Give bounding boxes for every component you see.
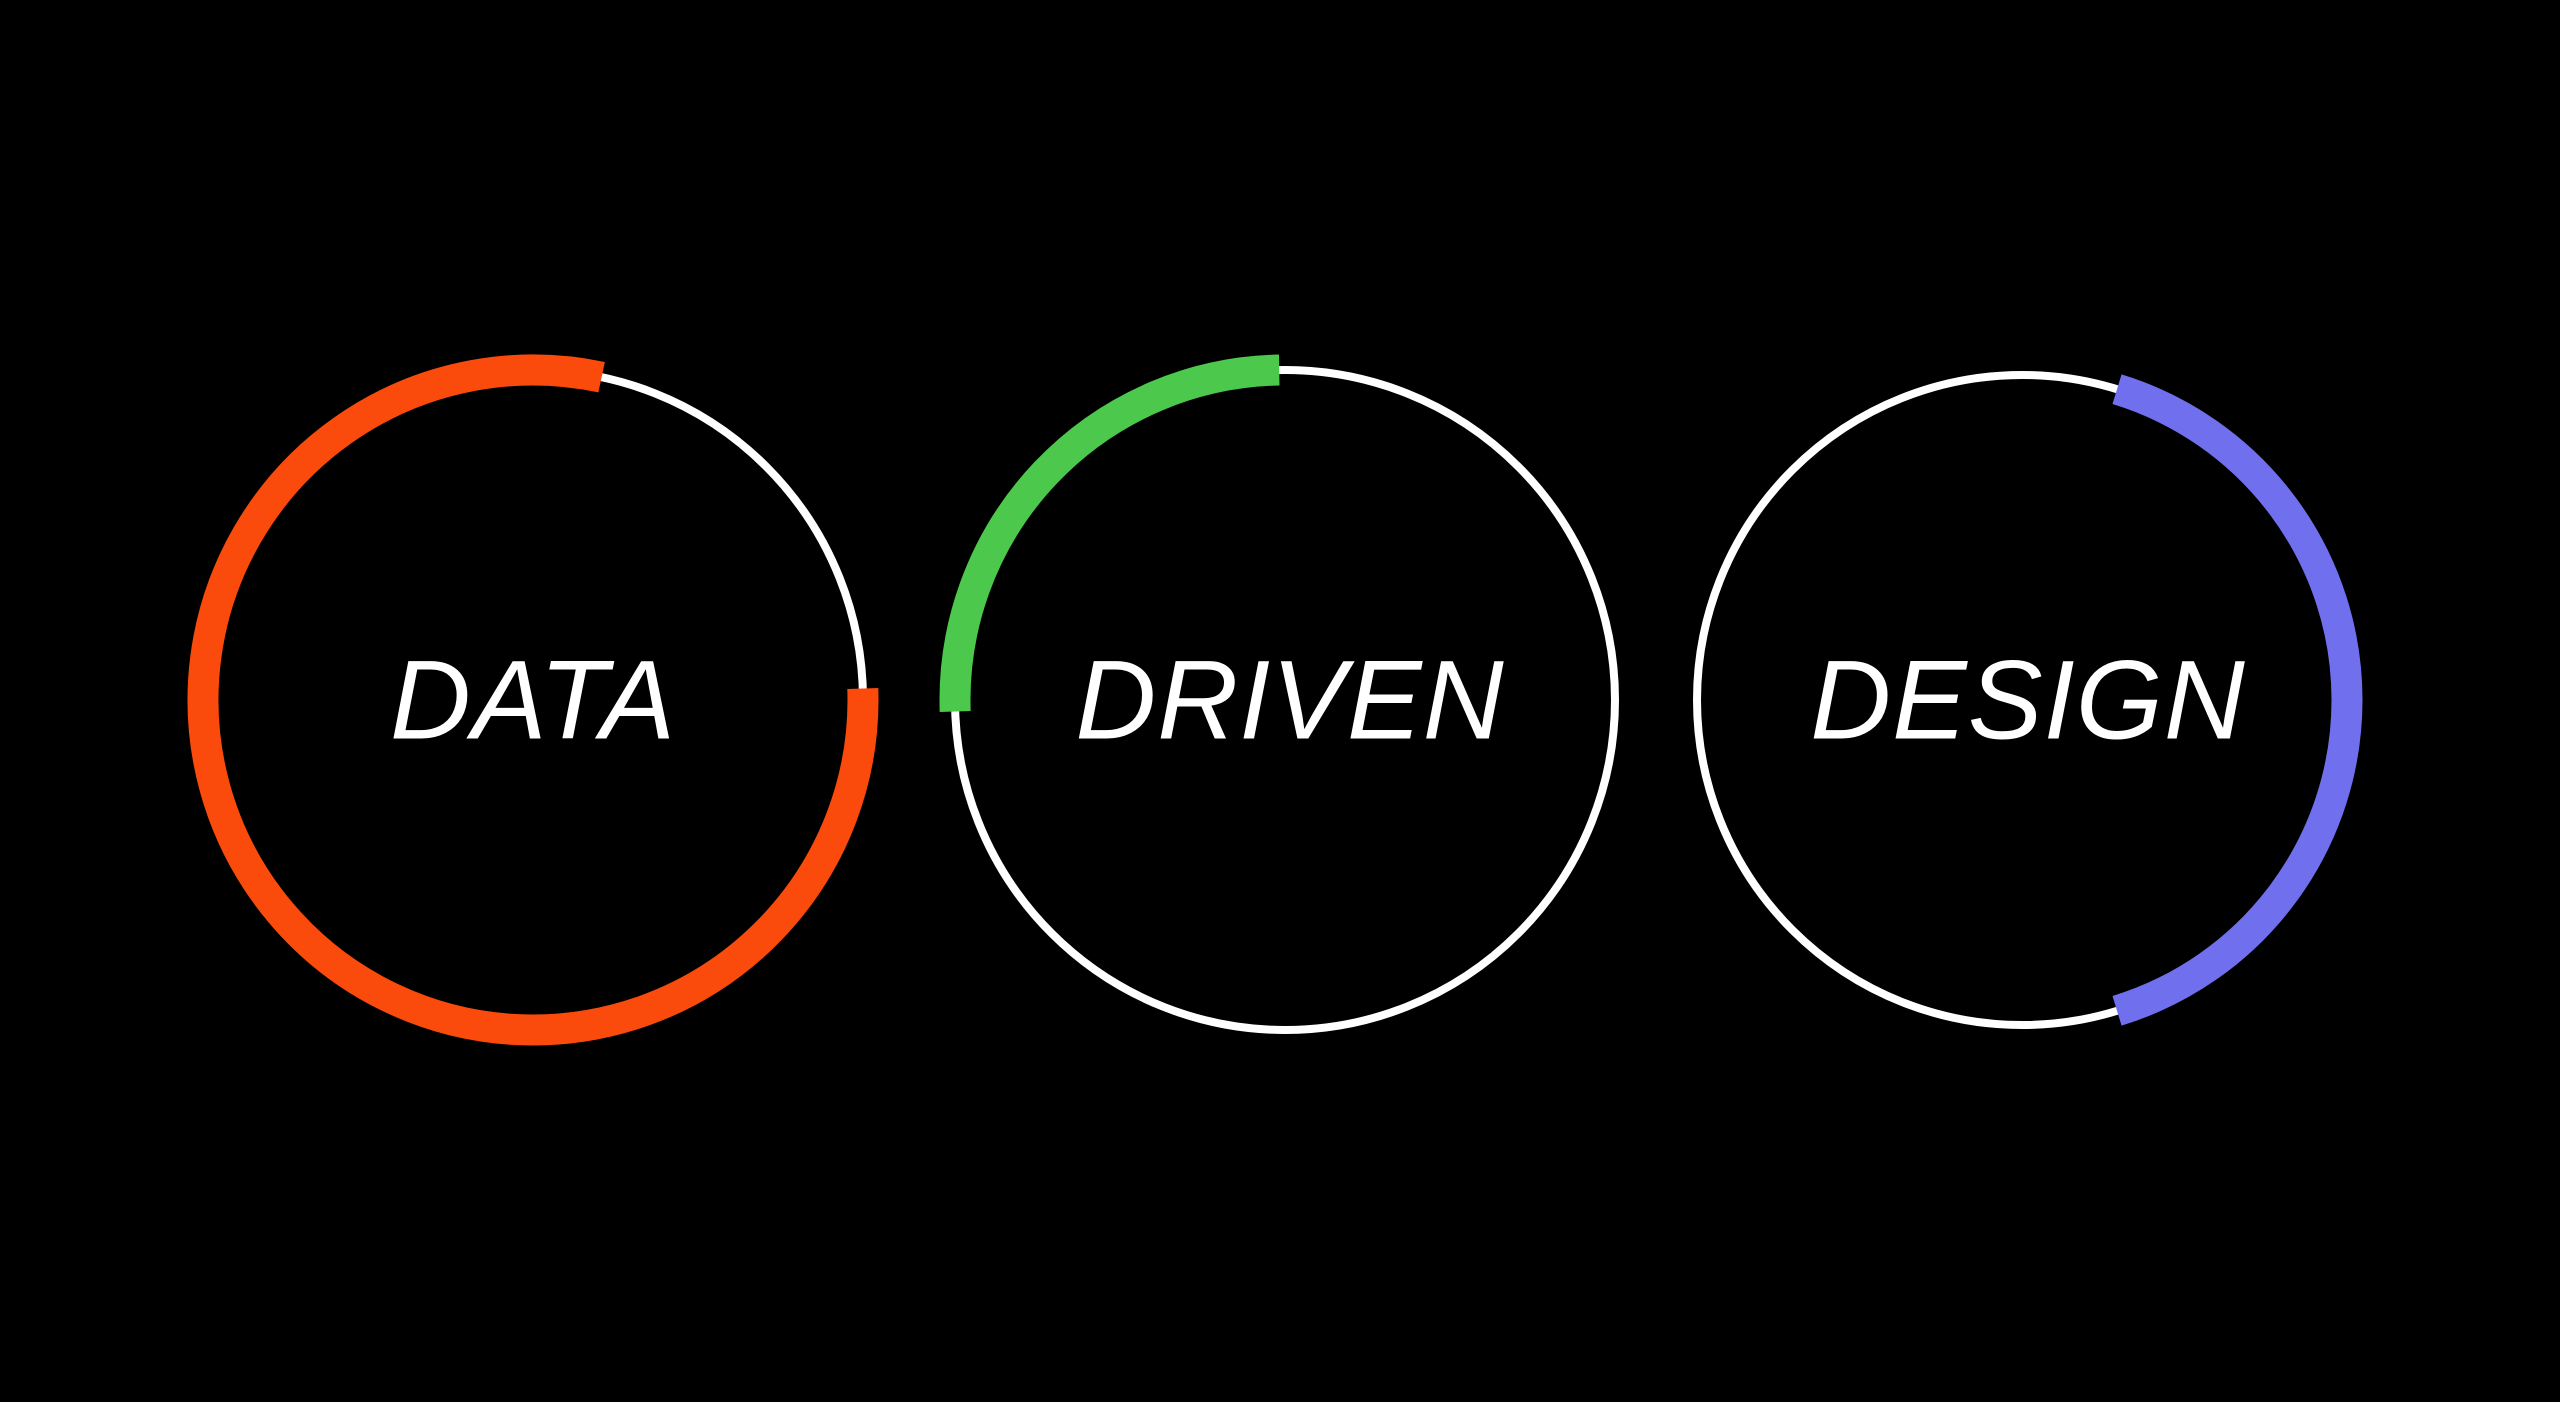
- ring-data-label: DATA: [390, 638, 676, 763]
- ring-driven-accent-arc: [939, 354, 1280, 713]
- ring-design-label: DESIGN: [1810, 638, 2245, 763]
- ring-design[interactable]: DESIGN: [1693, 371, 2363, 1029]
- ring-design-accent-arc: [2112, 374, 2363, 1026]
- ring-data[interactable]: DATA: [187, 354, 879, 1046]
- ring-driven-label: DRIVEN: [1075, 638, 1504, 763]
- ring-data-accent-arc: [187, 354, 879, 1046]
- ring-driven[interactable]: DRIVEN: [939, 354, 1619, 1034]
